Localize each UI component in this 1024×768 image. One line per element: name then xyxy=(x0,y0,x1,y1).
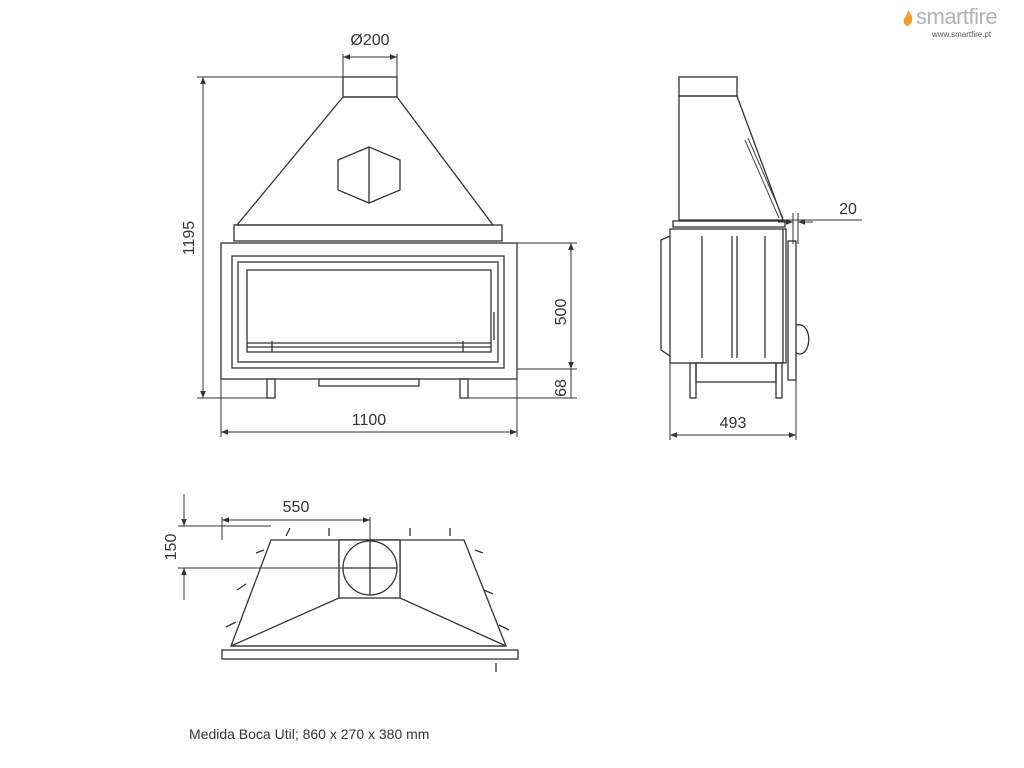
dim-width: 1100 xyxy=(352,412,387,429)
dim-flue-diameter: Ø200 xyxy=(350,32,389,49)
door-frame xyxy=(231,255,505,369)
dim-depth: 493 xyxy=(720,415,747,432)
ash-drawer xyxy=(318,378,420,387)
brand-logo: smartfire www.smartfire.pt xyxy=(902,4,1020,44)
side-dimensions: 20 493 xyxy=(669,201,862,440)
front-view xyxy=(220,76,518,399)
brand-name: smartfire xyxy=(916,4,998,29)
glass-opening xyxy=(246,269,492,353)
hood-base xyxy=(233,224,503,242)
side-leg-back xyxy=(775,362,783,399)
firebox-body xyxy=(220,242,518,380)
side-body xyxy=(669,228,787,364)
dim-opening-height: 500 xyxy=(553,299,570,326)
flame-icon xyxy=(903,10,913,26)
top-view xyxy=(221,527,519,672)
front-dimensions: Ø200 1195 500 68 1100 xyxy=(181,32,577,437)
dim-leg-height: 68 xyxy=(553,379,570,397)
side-hood xyxy=(678,95,784,221)
flue-collar xyxy=(342,76,398,98)
brand-url: www.smartfire.pt xyxy=(932,30,992,39)
top-dimensions: 550 150 xyxy=(163,494,371,600)
hood xyxy=(235,96,495,226)
leg-left xyxy=(266,378,276,399)
dim-flue-center-x: 550 xyxy=(283,499,310,516)
door-handle xyxy=(795,324,810,355)
top-front-plate xyxy=(221,649,519,660)
side-view xyxy=(660,76,810,399)
side-flue-collar xyxy=(678,76,738,97)
side-leg-front xyxy=(689,362,697,399)
dim-side-offset: 20 xyxy=(839,201,857,218)
leg-right xyxy=(459,378,469,399)
dim-total-height: 1195 xyxy=(181,221,198,256)
side-door xyxy=(787,240,797,381)
opening-size-caption: Medida Boca Util; 860 x 270 x 380 mm xyxy=(189,726,430,742)
dim-flue-center-y: 150 xyxy=(163,534,180,561)
